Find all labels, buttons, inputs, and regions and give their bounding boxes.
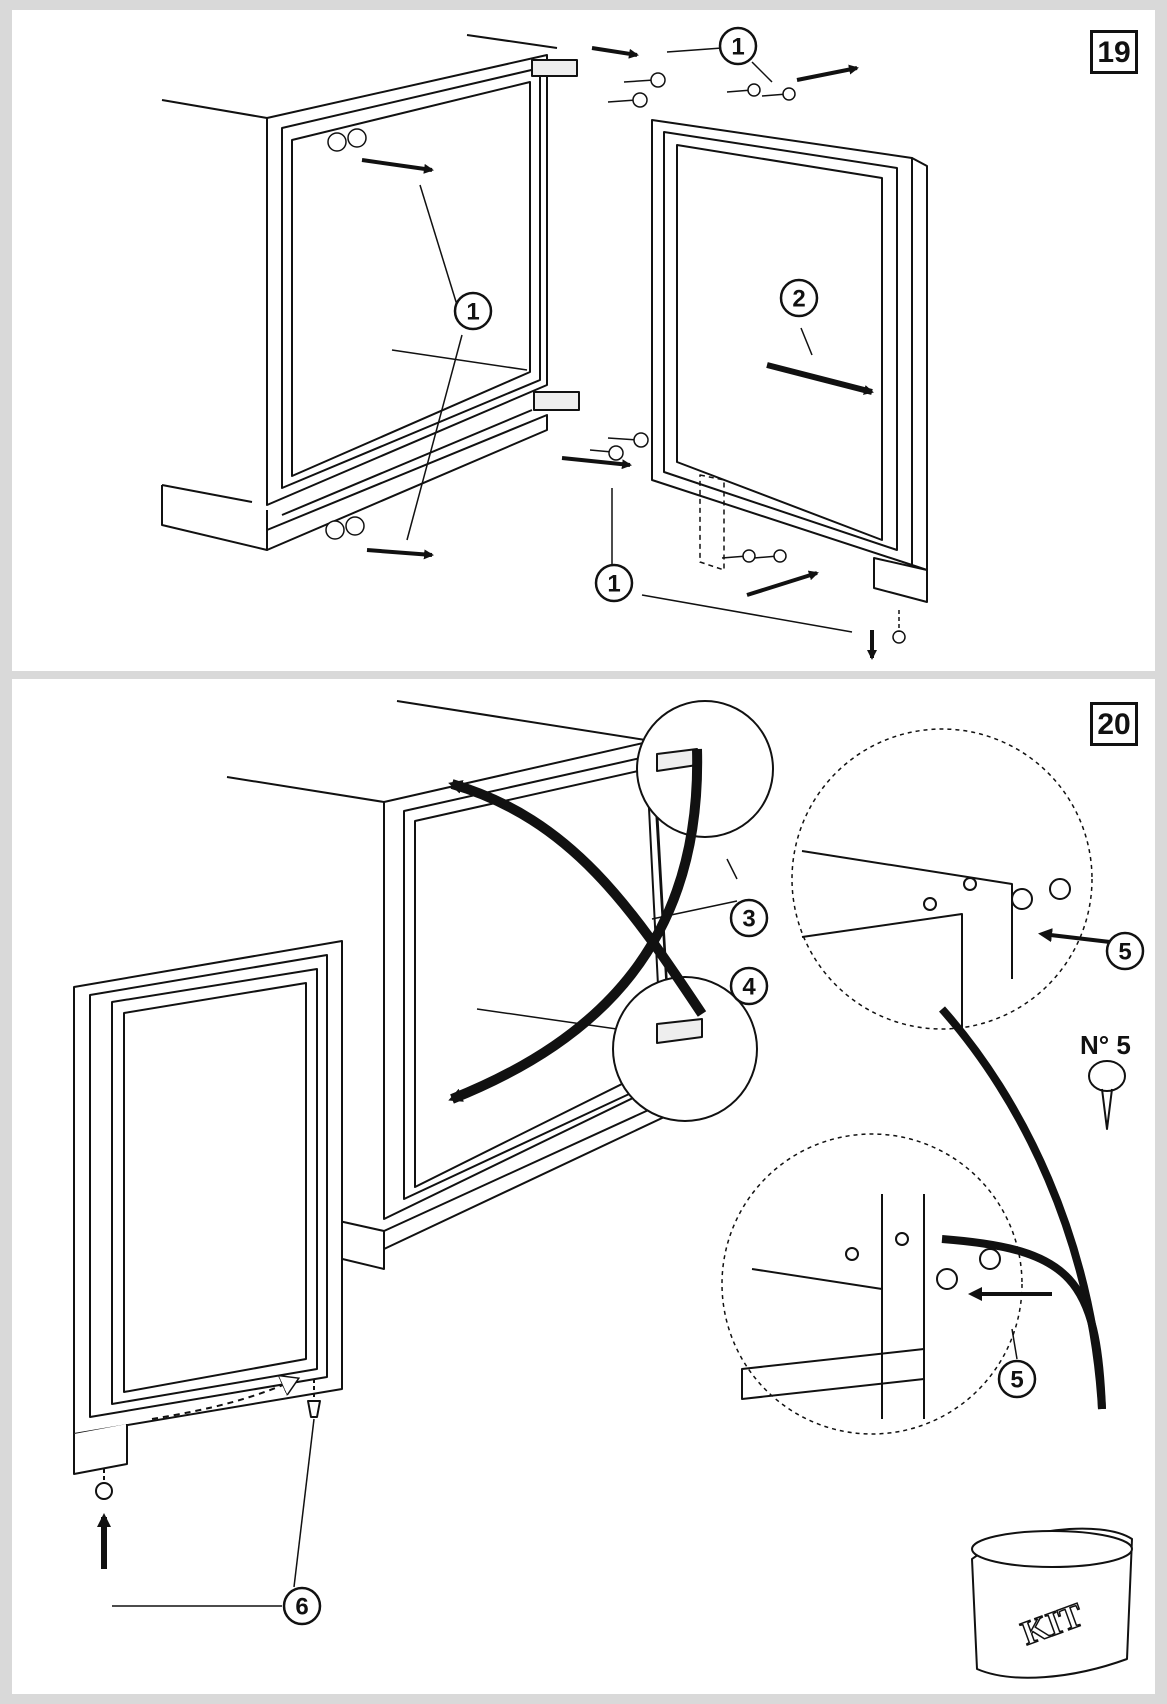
callout-20-arc-bottom: 4: [742, 974, 756, 1001]
figure-19-panel: 1 1 2 1 19: [12, 10, 1155, 671]
figure-number-19: 19: [1090, 30, 1138, 74]
callout-19-left: 1: [466, 299, 479, 326]
callout-20-plug-top: 5: [1118, 939, 1131, 966]
figure-20-panel: 3 4 5 5 6 N° 5 KIT 20: [12, 679, 1155, 1694]
figure-19-callouts: 1 1 2 1: [453, 26, 819, 603]
figure-20-drawing: 3 4 5 5 6 N° 5 KIT: [73, 700, 1145, 1679]
callout-20-foot: 6: [295, 1594, 308, 1621]
callout-20-arc-top: 3: [742, 906, 755, 933]
figure-19-drawing: 1 1 2 1: [161, 26, 928, 660]
figure-number-20: 20: [1090, 702, 1138, 746]
figure-20-callouts: 3 4 5 5 6 N° 5 KIT: [282, 898, 1145, 1654]
callout-20-plug-bottom: 5: [1010, 1367, 1023, 1394]
callout-19-top: 1: [731, 34, 744, 61]
part-label-n5: N° 5: [1080, 1030, 1131, 1060]
callout-19-bottom: 1: [607, 571, 620, 598]
callout-19-door: 2: [792, 286, 805, 313]
